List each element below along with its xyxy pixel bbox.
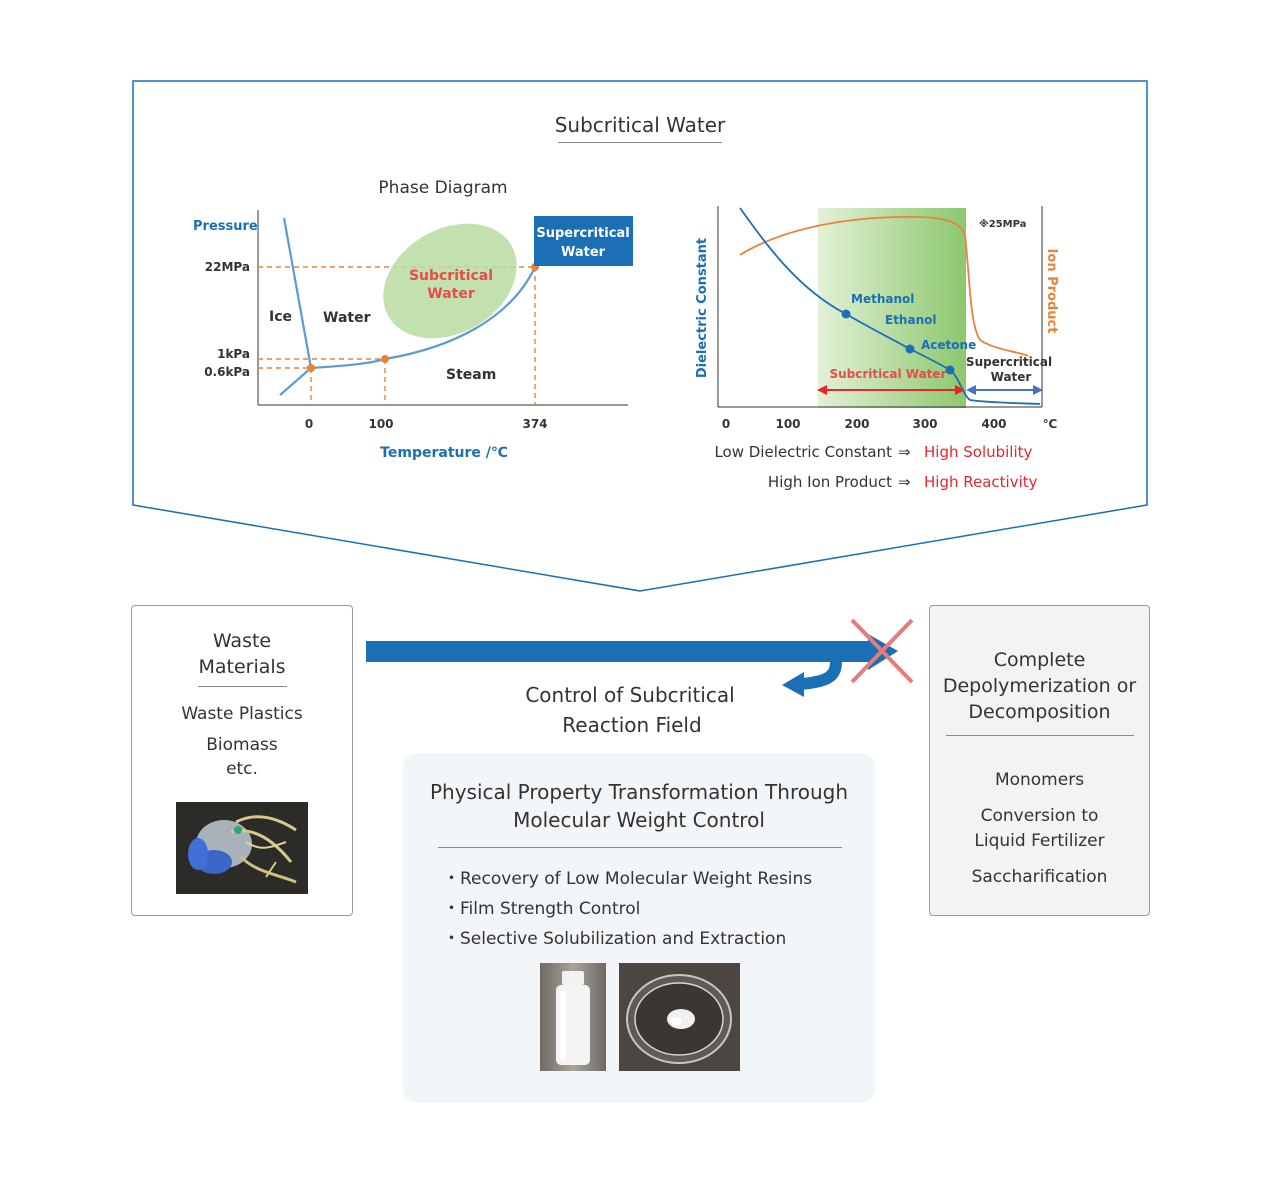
property-x-unit: ℃: [1043, 417, 1058, 431]
waste-item-etc: etc.: [226, 759, 258, 779]
supercritical-range-arrow: [966, 385, 1043, 395]
bullet-dot: ・: [443, 929, 460, 949]
ion-product-axis-label: Ion Product: [1044, 249, 1059, 334]
acetone-label: Acetone: [921, 338, 976, 352]
waste-title-line2: Materials: [198, 656, 286, 678]
result-title-line3: Decomposition: [968, 701, 1111, 723]
acetone-point: [945, 365, 955, 375]
ion-product-curve: [739, 215, 1029, 357]
process-flow-arrow: [366, 618, 914, 697]
supercritical-range-label-line1: Supercritical: [966, 355, 1052, 369]
control-label-line1: Control of Subcritical: [525, 683, 735, 707]
phase-diagram: Phase Diagram Pressure 22MPa 1kPa 0.6kPa…: [193, 178, 633, 461]
panel-bullet-2: ・Film Strength Control: [443, 894, 812, 924]
result-item-monomers: Monomers: [994, 770, 1085, 790]
dielectric-constant-curve: [739, 207, 1041, 405]
methanol-point: [841, 309, 851, 319]
x-tick-0: 0: [305, 417, 313, 431]
subcritical-range-band: [818, 208, 966, 408]
subcritical-range-arrow: [817, 385, 965, 395]
conclusion-arrow-1: ⇒: [898, 443, 911, 461]
subcritical-region: [383, 223, 517, 339]
waste-item-biomass: Biomass: [206, 735, 278, 755]
x-tick-100: 100: [368, 417, 393, 431]
petri-dish-photo: [619, 963, 740, 1071]
conclusion-arrow-2: ⇒: [898, 473, 911, 491]
result-item-saccharification: Saccharification: [971, 867, 1108, 887]
property-x-tick-0: 0: [722, 417, 730, 431]
panel-title-underline: [438, 847, 842, 848]
methanol-label: Methanol: [851, 292, 914, 306]
property-x-tick-300: 300: [912, 417, 937, 431]
result-title-underline: [946, 735, 1134, 736]
result-title-line1: Complete: [993, 649, 1086, 671]
waste-title-line1: Waste: [212, 630, 272, 652]
conclusion-effect-2: High Reactivity: [924, 473, 1038, 491]
conclusion-cause-2: High Ion Product: [767, 473, 892, 491]
subcritical-label-line2: Water: [427, 286, 475, 302]
conclusion-cause-1: Low Dielectric Constant: [714, 443, 892, 461]
boiling-point: [381, 355, 389, 363]
subcritical-label-line1: Subcritical: [409, 268, 493, 284]
result-item-conversion: Conversion to: [980, 806, 1099, 826]
property-x-tick-100: 100: [775, 417, 800, 431]
waste-title-underline: [198, 686, 287, 687]
temperature-axis-label: Temperature /℃: [380, 445, 508, 461]
panel-bullet-1: ・Recovery of Low Molecular Weight Resins: [443, 864, 812, 894]
waste-item-plastics: Waste Plastics: [181, 704, 303, 724]
pressure-note: ※25MPa: [979, 218, 1026, 230]
phase-boundaries: [279, 217, 536, 396]
result-box: Complete Depolymerization or Decompositi…: [929, 605, 1150, 916]
bottle-photo: [540, 963, 606, 1071]
ice-region-label: Ice: [269, 309, 292, 325]
y-tick-0-6kpa: 0.6kPa: [204, 365, 250, 379]
panel-title-line1: Physical Property Transformation Through: [429, 780, 849, 804]
steam-region-label: Steam: [446, 367, 496, 383]
result-title-line2: Depolymerization or: [942, 675, 1137, 697]
panel-bullet-3: ・Selective Solubilization and Extraction: [443, 924, 812, 954]
control-label-line2: Reaction Field: [562, 713, 702, 737]
waste-materials-photo: [176, 802, 308, 894]
triple-point: [307, 364, 315, 372]
dielectric-axis-label: Dielectric Constant: [695, 238, 710, 378]
phase-diagram-title: Phase Diagram: [378, 178, 507, 198]
bullet-text: Film Strength Control: [460, 899, 641, 919]
property-x-tick-400: 400: [981, 417, 1006, 431]
x-tick-374: 374: [522, 417, 547, 431]
supercritical-box: [534, 216, 633, 266]
ethanol-label: Ethanol: [885, 313, 936, 327]
blocked-cross-icon: [850, 618, 914, 684]
supercritical-range-label-line2: Water: [991, 370, 1032, 384]
supercritical-label-line1: Supercritical: [536, 226, 629, 241]
property-chart: ※25MPa Methanol Ethanol Acetone Subcriti…: [695, 206, 1059, 431]
section-title: Subcritical Water: [554, 113, 726, 137]
water-region-label: Water: [323, 310, 371, 326]
bullet-text: Recovery of Low Molecular Weight Resins: [460, 869, 813, 889]
y-tick-22mpa: 22MPa: [205, 260, 250, 274]
waste-materials-box: Waste Materials Waste Plastics Biomass e…: [131, 605, 353, 916]
section-title-underline: [558, 142, 722, 143]
transformation-panel: Physical Property Transformation Through…: [403, 753, 875, 1103]
bullet-dot: ・: [443, 869, 460, 889]
bullet-dot: ・: [443, 899, 460, 919]
pressure-axis-label: Pressure: [193, 219, 258, 234]
y-tick-1kpa: 1kPa: [217, 347, 250, 361]
panel-bullet-list: ・Recovery of Low Molecular Weight Resins…: [443, 864, 812, 954]
property-x-tick-200: 200: [844, 417, 869, 431]
result-item-fertilizer: Liquid Fertilizer: [974, 831, 1105, 851]
conclusion-effect-1: High Solubility: [924, 443, 1033, 461]
panel-title-line2: Molecular Weight Control: [513, 808, 765, 832]
subcritical-water-frame: [132, 80, 1148, 592]
subcritical-range-label: Subcritical Water: [830, 367, 947, 381]
supercritical-label-line2: Water: [561, 245, 606, 260]
ethanol-point: [905, 344, 915, 354]
bullet-text: Selective Solubilization and Extraction: [460, 929, 787, 949]
